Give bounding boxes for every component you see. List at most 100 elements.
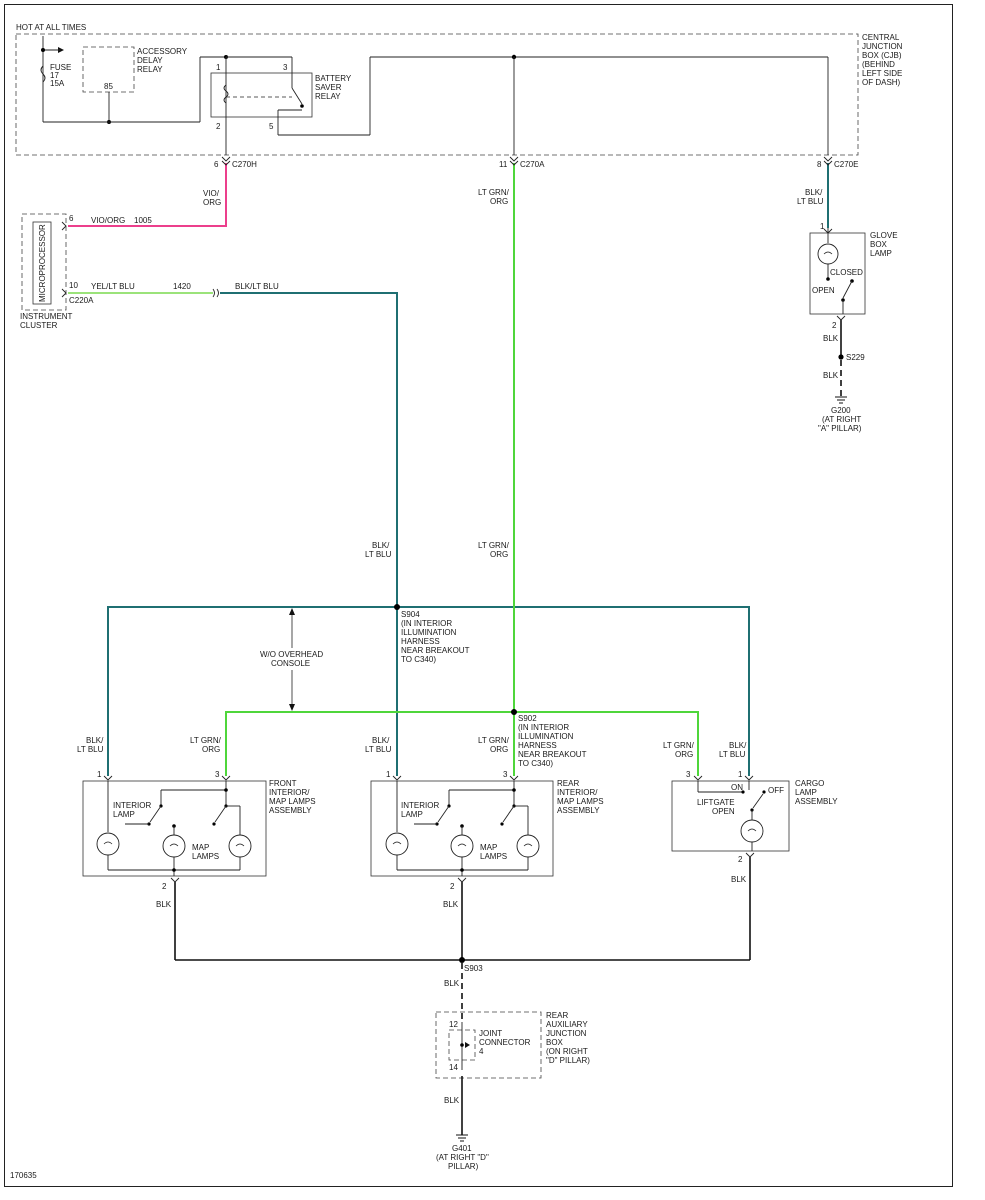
arrow-up-icon xyxy=(289,608,295,615)
splice-s903-label: S903 xyxy=(464,964,483,973)
glove-pin-2: 2 xyxy=(832,321,837,330)
cargo-wire-blk-2: LT BLU xyxy=(719,750,746,759)
rajb-blk-bottom: BLK xyxy=(444,1096,460,1105)
battery-saver-label-3: RELAY xyxy=(315,92,341,101)
cargo-lamp-assembly: LT GRN/ ORG BLK/ LT BLU 3 1 CARGO LAMP A… xyxy=(663,741,838,884)
connector-marks xyxy=(61,156,846,883)
c270a-connector: C270A xyxy=(520,160,545,169)
rear-wire-right-1: LT GRN/ xyxy=(478,736,510,745)
s902-label-6: TO C340) xyxy=(518,759,553,768)
rajb-name-5: (ON RIGHT xyxy=(546,1047,588,1056)
fuse-icon xyxy=(40,65,46,83)
rear-interior-label-1: INTERIOR xyxy=(401,801,439,810)
ground-g401-2: (AT RIGHT "D" xyxy=(436,1153,489,1162)
hot-at-all-times-label: HOT AT ALL TIMES xyxy=(16,23,86,32)
cjb-name-6: OF DASH) xyxy=(862,78,901,87)
fuse-label-1: FUSE xyxy=(50,63,71,72)
fuse-label-2: 17 xyxy=(50,71,59,80)
front-assy-outline xyxy=(82,780,267,877)
ground-g200-2: (AT RIGHT xyxy=(822,415,861,424)
glove-blk-2: BLK xyxy=(823,371,839,380)
battery-saver-relay-box xyxy=(210,72,313,118)
rear-name-4: ASSEMBLY xyxy=(557,806,600,815)
c270e-pin: 8 xyxy=(817,160,822,169)
accessory-delay-relay-box xyxy=(82,46,135,93)
front-map-bulb-left-icon xyxy=(162,834,186,858)
blkltblu-mid-label-1: BLK/ xyxy=(372,541,390,550)
rajb-name-3: JUNCTION xyxy=(546,1029,587,1038)
rear-wire-left-1: BLK/ xyxy=(372,736,390,745)
ground-g401-1: G401 xyxy=(452,1144,472,1153)
fuse-label-3: 15A xyxy=(50,79,65,88)
ground-g200-1: G200 xyxy=(831,406,851,415)
vio-org-label-1: VIO/ xyxy=(203,189,220,198)
cargo-pin-2: 2 xyxy=(738,855,743,864)
rear-map-label-2: LAMPS xyxy=(480,852,507,861)
front-map-switch-icon xyxy=(214,805,227,823)
cargo-wire-ltgrn-2: ORG xyxy=(675,750,693,759)
front-map-label-2: LAMPS xyxy=(192,852,219,861)
battery-saver-label-1: BATTERY xyxy=(315,74,352,83)
rear-name-2: INTERIOR/ xyxy=(557,788,598,797)
ltgrn-top-label-1: LT GRN/ xyxy=(478,188,510,197)
microprocessor-box xyxy=(32,221,52,305)
accessory-relay-label-2: DELAY xyxy=(137,56,163,65)
glove-box-outline xyxy=(809,232,866,315)
wire-1005-circuit: 1005 xyxy=(134,216,152,225)
rajb-name-4: BOX xyxy=(546,1038,564,1047)
cargo-name-3: ASSEMBLY xyxy=(795,797,838,806)
front-map-bulb-right-icon xyxy=(228,834,252,858)
rajb-pin-12: 12 xyxy=(449,1020,458,1029)
central-junction-box: HOT AT ALL TIMES FUSE 17 15A ACCESSORY D… xyxy=(15,23,903,169)
ltgrn-mid-label-2: ORG xyxy=(490,550,508,559)
s902-label-1: S902 xyxy=(518,714,537,723)
glove-lamp-bulb-icon xyxy=(817,243,839,265)
s904-label-2: (IN INTERIOR xyxy=(401,619,452,628)
cargo-on-label: ON xyxy=(731,783,743,792)
cluster-pin-10: 10 xyxy=(69,281,78,290)
front-pin-2: 2 xyxy=(162,882,167,891)
wire-1420-color: YEL/LT BLU xyxy=(91,282,135,291)
front-interior-bulb-icon xyxy=(96,832,120,856)
cargo-wire-blk-1: BLK/ xyxy=(729,741,747,750)
front-blk: BLK xyxy=(156,900,172,909)
c270h-pin: 6 xyxy=(214,160,219,169)
ground-g401-3: PILLAR) xyxy=(448,1162,479,1171)
instrument-cluster: MICROPROCESSOR INSTRUMENT CLUSTER 6 10 C… xyxy=(20,213,279,330)
inline-connector-icon xyxy=(212,288,219,298)
s902-label-4: HARNESS xyxy=(518,741,557,750)
glove-open-label: OPEN xyxy=(812,286,835,295)
front-name-1: FRONT xyxy=(269,779,297,788)
vio-org-label-2: ORG xyxy=(203,198,221,207)
glove-blk-1: BLK xyxy=(823,334,839,343)
cjb-name-1: CENTRAL xyxy=(862,33,900,42)
wire-blk-lt-blu-bus xyxy=(107,606,750,776)
rear-interior-switch-icon xyxy=(437,805,450,823)
ground-g401-icon xyxy=(456,1134,468,1142)
front-map-lamps-assembly: BLK/ LT BLU LT GRN/ ORG 1 3 FRONT INTERI… xyxy=(77,736,316,909)
wire-vio-org xyxy=(68,163,227,227)
ground-g200-icon xyxy=(835,396,847,404)
battery-saver-label-2: SAVER xyxy=(315,83,342,92)
rear-aux-junction-box xyxy=(435,1011,542,1079)
cargo-liftgate-1: LIFTGATE xyxy=(697,798,735,807)
blkltblu-glove-label-1: BLK/ xyxy=(805,188,823,197)
cargo-liftgate-2: OPEN xyxy=(712,807,735,816)
front-pin-3: 3 xyxy=(215,770,220,779)
rajb-blk-top: BLK xyxy=(444,979,460,988)
cluster-name-1: INSTRUMENT xyxy=(20,312,73,321)
rear-name-1: REAR xyxy=(557,779,579,788)
relay-pin-1: 1 xyxy=(216,63,221,72)
figure-id: 170635 xyxy=(10,1171,37,1180)
rear-map-bulb-right-icon xyxy=(516,834,540,858)
relay-pin-2: 2 xyxy=(216,122,221,131)
ltgrn-mid-label-1: LT GRN/ xyxy=(478,541,510,550)
rajb-pin-14: 14 xyxy=(449,1063,458,1072)
front-name-3: MAP LAMPS xyxy=(269,797,316,806)
glove-name-3: LAMP xyxy=(870,249,892,258)
cjb-name-5: LEFT SIDE xyxy=(862,69,902,78)
cargo-wire-ltgrn-1: LT GRN/ xyxy=(663,741,695,750)
joint-label-1: JOINT xyxy=(479,1029,502,1038)
rear-interior-bulb-icon xyxy=(385,832,409,856)
ground-g200-3: "A" PILLAR) xyxy=(818,424,862,433)
